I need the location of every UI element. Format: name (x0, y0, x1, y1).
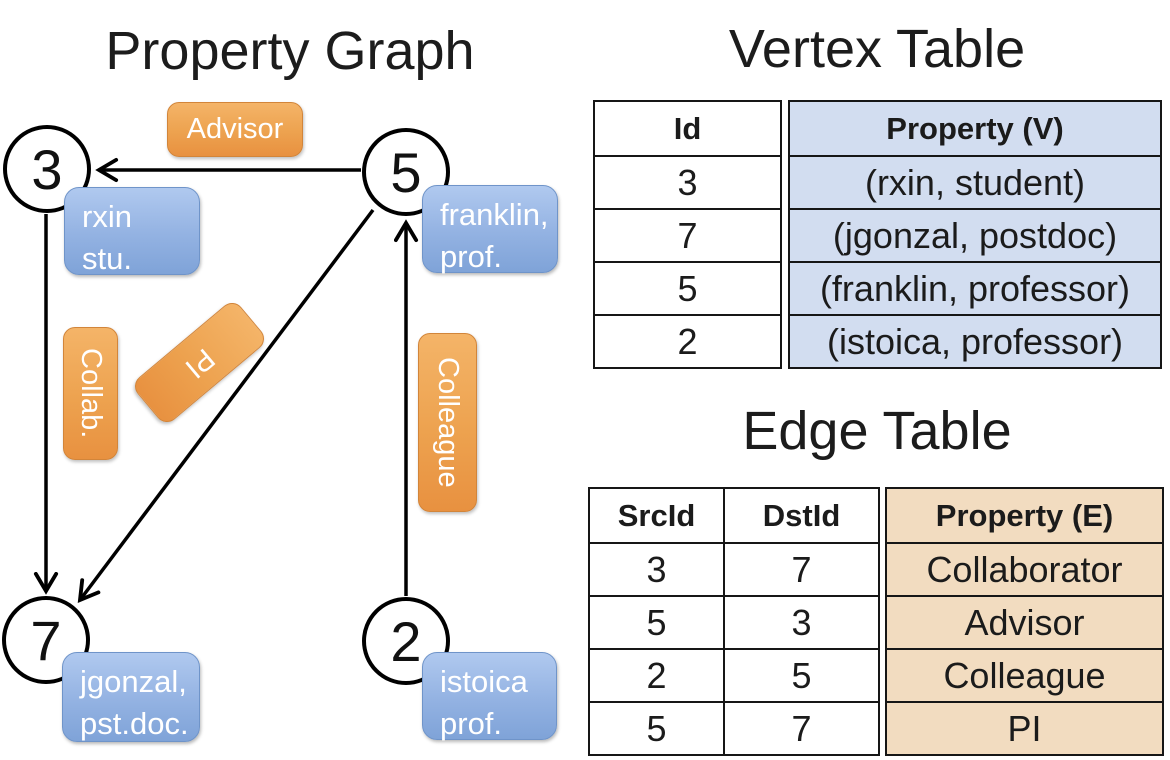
vertex-property-line: istoica (440, 664, 528, 699)
edge-label-advisor: Advisor (167, 102, 303, 157)
vertex-table: Id 3 7 5 2 Property (V) (rxin, student) … (593, 100, 1162, 369)
vertex-property-line: pst.doc. (80, 706, 189, 741)
edge-table-id-columns: SrcId DstId 3 7 5 3 2 5 5 7 (588, 487, 880, 756)
vertex-property-line: rxin (82, 199, 132, 234)
table-row: (rxin, student) (788, 155, 1162, 210)
vertex-property-line: jgonzal, (80, 664, 187, 699)
column-header-property-e: Property (E) (885, 487, 1164, 544)
node-id: 3 (31, 137, 63, 201)
vertex-table-id-column: Id 3 7 5 2 (593, 100, 782, 369)
table-row: (jgonzal, postdoc) (788, 208, 1162, 263)
edge-label-colleague: Colleague (418, 333, 477, 512)
vertex-property-box-franklin: franklin, prof. (422, 185, 558, 274)
table-row: (istoica, professor) (788, 314, 1162, 369)
property-graph-title: Property Graph (105, 21, 475, 81)
vertex-property-box-jgonzal: jgonzal, pst.doc. (62, 652, 200, 742)
edge-label-collab: Collab. (63, 327, 118, 460)
vertex-property-line: stu. (82, 241, 132, 276)
table-row: 3 (593, 155, 782, 210)
node-circle-5: 5 (362, 128, 450, 216)
node-id: 5 (390, 140, 422, 204)
table-row: Colleague (885, 648, 1164, 703)
table-row: 5 (593, 261, 782, 316)
table-row: 5 7 (588, 701, 880, 756)
table-row: 5 3 (588, 595, 880, 650)
column-header-property-v: Property (V) (788, 100, 1162, 157)
table-row: 2 5 (588, 648, 880, 703)
vertex-property-line: prof. (440, 706, 503, 741)
vertex-property-box-istoica: istoica prof. (422, 652, 557, 741)
vertex-property-box-rxin: rxin stu. (64, 187, 200, 276)
edge-table-property-column: Property (E) Collaborator Advisor Collea… (885, 487, 1164, 756)
table-row: 2 (593, 314, 782, 369)
column-header-dstid: DstId (723, 487, 880, 544)
column-header-srcid: SrcId (588, 487, 725, 544)
vertex-table-title: Vertex Table (728, 19, 1026, 79)
edge-table: SrcId DstId 3 7 5 3 2 5 5 7 Property (E)… (588, 487, 1164, 756)
table-row: Advisor (885, 595, 1164, 650)
table-row: Collaborator (885, 542, 1164, 597)
edge-line-pi-5-to-7 (77, 208, 375, 604)
column-header-id: Id (593, 100, 782, 157)
node-id: 7 (30, 608, 62, 672)
graph-edges-svg (33, 157, 419, 604)
node-circle-2: 2 (362, 597, 450, 685)
table-row: 3 7 (588, 542, 880, 597)
table-row: (franklin, professor) (788, 261, 1162, 316)
vertex-property-line: prof. (440, 239, 503, 274)
edge-table-title: Edge Table (742, 401, 1012, 461)
vertex-table-property-column: Property (V) (rxin, student) (jgonzal, p… (788, 100, 1162, 369)
table-row: PI (885, 701, 1164, 756)
node-id: 2 (390, 609, 422, 673)
table-row: 7 (593, 208, 782, 263)
vertex-property-line: franklin, (440, 197, 549, 232)
